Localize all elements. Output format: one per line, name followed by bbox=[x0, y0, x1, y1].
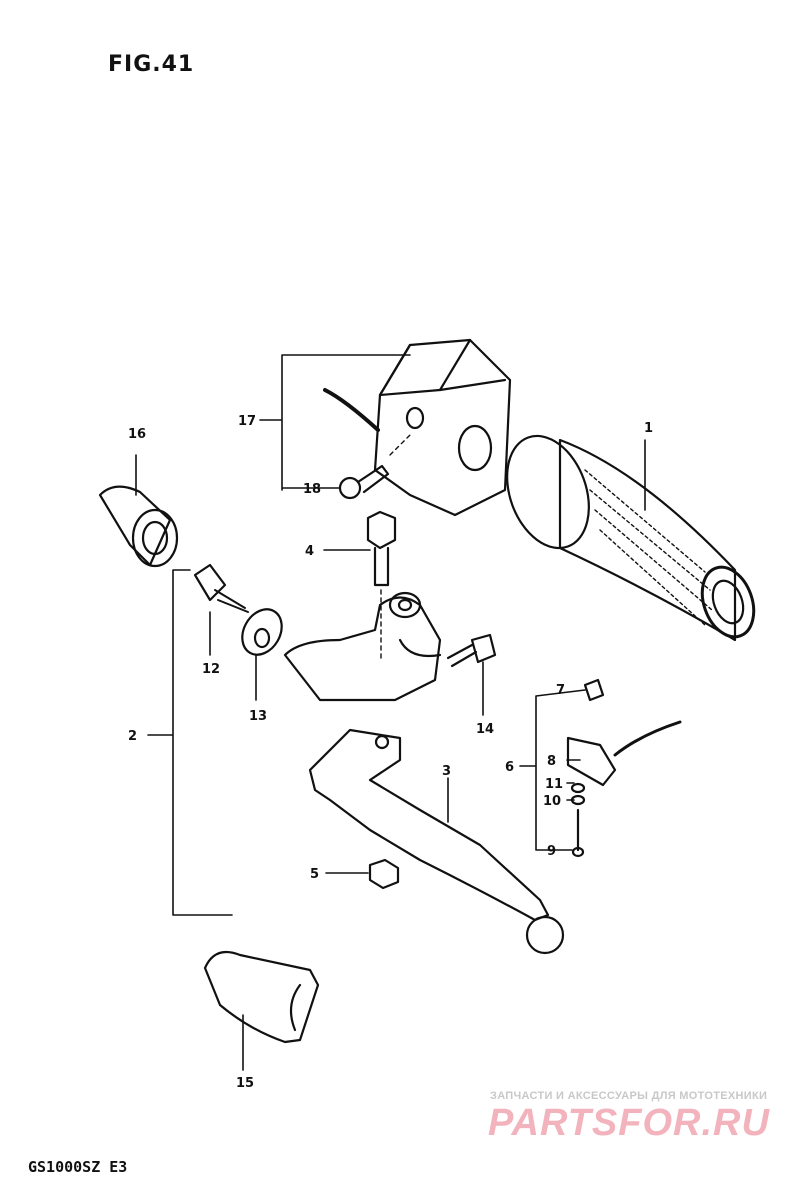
callout-14: 14 bbox=[476, 722, 494, 737]
figure-title: FIG.41 bbox=[108, 52, 195, 77]
callout-9: 9 bbox=[547, 844, 556, 859]
callout-12: 12 bbox=[202, 662, 220, 677]
leader-lines bbox=[135, 354, 646, 1071]
callout-4: 4 bbox=[305, 544, 314, 559]
callout-13: 13 bbox=[249, 709, 267, 724]
callout-16: 16 bbox=[128, 427, 146, 442]
callout-2: 2 bbox=[128, 729, 137, 744]
callout-5: 5 bbox=[310, 867, 319, 882]
callout-10: 10 bbox=[543, 794, 561, 809]
part-5-nut bbox=[368, 858, 400, 890]
callout-3: 3 bbox=[442, 764, 451, 779]
watermark-logo: PARTSFOR.RU bbox=[488, 1102, 770, 1144]
part-3-lever bbox=[308, 728, 565, 955]
part-12-adjuster bbox=[193, 563, 249, 613]
part-15-cover bbox=[203, 950, 320, 1044]
callout-18: 18 bbox=[303, 482, 321, 497]
part-6-switch-assembly bbox=[566, 678, 682, 858]
callout-7: 7 bbox=[556, 683, 565, 698]
model-code: GS1000SZ E3 bbox=[28, 1158, 128, 1176]
callout-1: 1 bbox=[644, 421, 653, 436]
part-16-boot bbox=[98, 485, 179, 568]
part-14-bolt bbox=[446, 633, 497, 668]
part-1-grip bbox=[506, 434, 756, 642]
part-13-locknut bbox=[241, 608, 283, 656]
callout-6: 6 bbox=[505, 760, 514, 775]
callout-15: 15 bbox=[236, 1076, 254, 1091]
callout-11: 11 bbox=[545, 777, 563, 792]
callout-8: 8 bbox=[547, 754, 556, 769]
callout-17: 17 bbox=[238, 414, 256, 429]
part-4-pivot-bolt bbox=[366, 510, 397, 661]
part-17-switch-housing bbox=[323, 338, 512, 517]
watermark-tagline: ЗАПЧАСТИ И АКСЕССУАРЫ ДЛЯ МОТОТЕХНИКИ bbox=[490, 1090, 768, 1102]
lever-bracket bbox=[283, 591, 442, 702]
